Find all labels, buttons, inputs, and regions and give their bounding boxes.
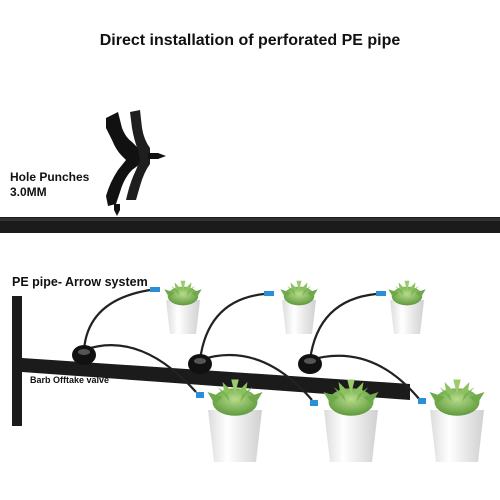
potted-succulent-icon xyxy=(429,379,485,462)
barb-offtake-valve-icon xyxy=(72,345,96,365)
barb-offtake-valve-icon xyxy=(188,354,212,374)
potted-succulent-icon xyxy=(280,280,318,334)
pipe-stake xyxy=(12,296,22,426)
barb-offtake-valve-icon xyxy=(298,354,322,374)
distribution-tubes xyxy=(82,288,421,401)
hole-punches-size-label: 3.0MM xyxy=(10,185,47,199)
potted-succulent-icon xyxy=(207,379,263,462)
pe-pipe-bottom xyxy=(22,358,410,400)
pe-pipe-arrow-system-label: PE pipe- Arrow system xyxy=(12,275,148,289)
barb-offtake-valve-label: Barb Offtake valve xyxy=(30,375,110,385)
potted-succulent-icon xyxy=(323,379,379,462)
hole-punches-label: Hole Punches xyxy=(10,170,90,184)
page-title: Direct installation of perforated PE pip… xyxy=(99,32,401,49)
potted-succulent-icon xyxy=(164,280,202,334)
potted-succulent-icon xyxy=(388,280,426,334)
arrow-dripper-icon xyxy=(150,287,426,406)
hole-punch-icon xyxy=(106,110,166,216)
